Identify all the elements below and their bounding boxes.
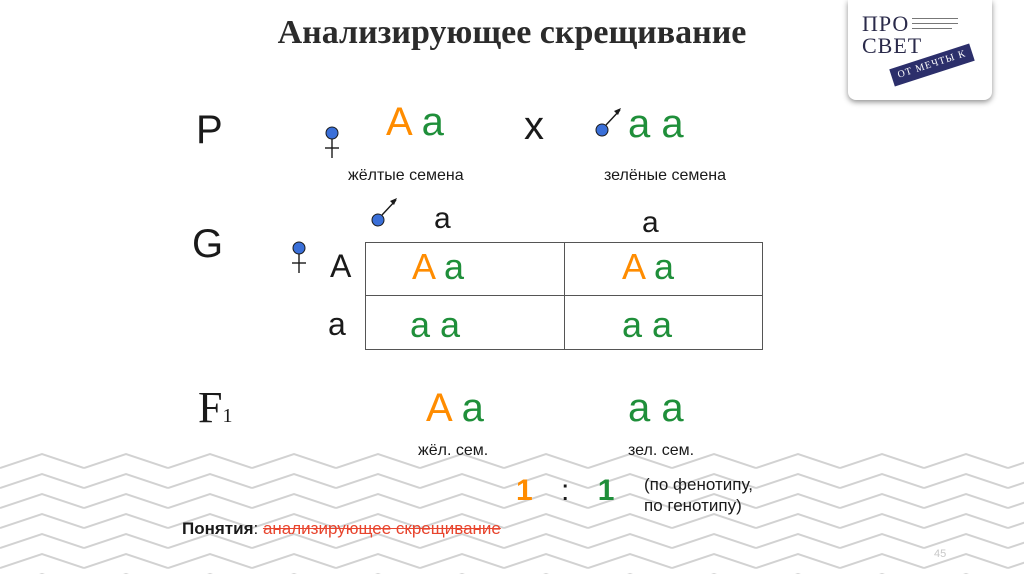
gamete-female-2: a: [328, 306, 346, 342]
allele-recessive-2: a: [440, 304, 461, 345]
row-label-p: P: [196, 108, 223, 152]
cross-sign: x: [524, 104, 544, 148]
allele-recessive-1: a: [410, 304, 431, 345]
allele-recessive-2: a: [661, 102, 684, 146]
gamete-female-1: A: [330, 248, 352, 284]
ratio-note-line1: (по фенотипу,: [644, 475, 753, 494]
parent-female-caption: жёлтые семена: [348, 167, 464, 184]
logo-line1: ПРО: [862, 11, 910, 36]
allele-dominant: A: [412, 246, 435, 287]
ratio-right: 1: [597, 474, 615, 507]
allele-recessive: a: [654, 246, 675, 287]
slide-title: Анализирующее скрещивание: [277, 14, 747, 51]
female-symbol-icon-gametes: [292, 241, 306, 273]
logo-line2: СВЕТ: [862, 33, 923, 58]
offspring-2-genotype: a a: [628, 386, 684, 431]
punnett-cell-1-0: a a: [410, 304, 460, 346]
offspring-1-genotype: A a: [426, 386, 484, 431]
allele-recessive-1: a: [622, 304, 643, 345]
notion-line: Понятия: анализирующее скрещивание: [182, 519, 501, 539]
row-label-f-sub: 1: [222, 405, 233, 427]
gamete-male-1: a: [434, 202, 451, 235]
offspring-2-caption: зел. сем.: [628, 442, 695, 459]
punnett-cell-0-0: A a: [412, 246, 464, 288]
allele-recessive-2: a: [652, 304, 673, 345]
allele-recessive: a: [461, 386, 484, 430]
male-symbol-icon: [595, 108, 621, 137]
allele-recessive: a: [444, 246, 465, 287]
allele-dominant: A: [622, 246, 645, 287]
notion-label: Понятия: [182, 519, 254, 538]
row-label-f: F1: [198, 383, 233, 432]
punnett-cell-1-1: a a: [622, 304, 672, 346]
logo-fineprint-2: [912, 28, 952, 33]
male-symbol-icon-gametes: [371, 198, 397, 227]
allele-recessive: a: [421, 100, 444, 144]
parent-male-caption: зелёные семена: [604, 167, 726, 184]
notion-link[interactable]: анализирующее скрещивание: [262, 519, 501, 538]
punnett-cell-0-1: A a: [622, 246, 674, 288]
logo-fineprint: [912, 18, 958, 24]
allele-recessive-1: a: [628, 102, 651, 146]
ratio: 1 : 1: [516, 474, 614, 508]
allele-dominant: A: [386, 100, 411, 144]
gamete-male-2: a: [642, 206, 659, 239]
allele-recessive-1: a: [628, 386, 651, 430]
allele-recessive-2: a: [661, 386, 684, 430]
parent-male-genotype: a a: [628, 102, 684, 147]
allele-dominant: A: [426, 386, 451, 430]
row-label-g: G: [192, 222, 224, 266]
punnett-square: [365, 242, 763, 350]
punnett-divider-vertical: [564, 243, 565, 349]
ratio-left: 1: [516, 474, 533, 507]
notion-colon: :: [253, 519, 259, 538]
ratio-note-line2: по генотипу): [644, 496, 742, 515]
parent-female-genotype: A a: [386, 100, 444, 145]
offspring-1-caption: жёл. сем.: [418, 442, 489, 459]
female-symbol-icon: [325, 126, 339, 158]
slide-number: 45: [934, 548, 947, 560]
ratio-separator: :: [561, 474, 570, 507]
ratio-note: (по фенотипу, по генотипу): [644, 474, 753, 516]
